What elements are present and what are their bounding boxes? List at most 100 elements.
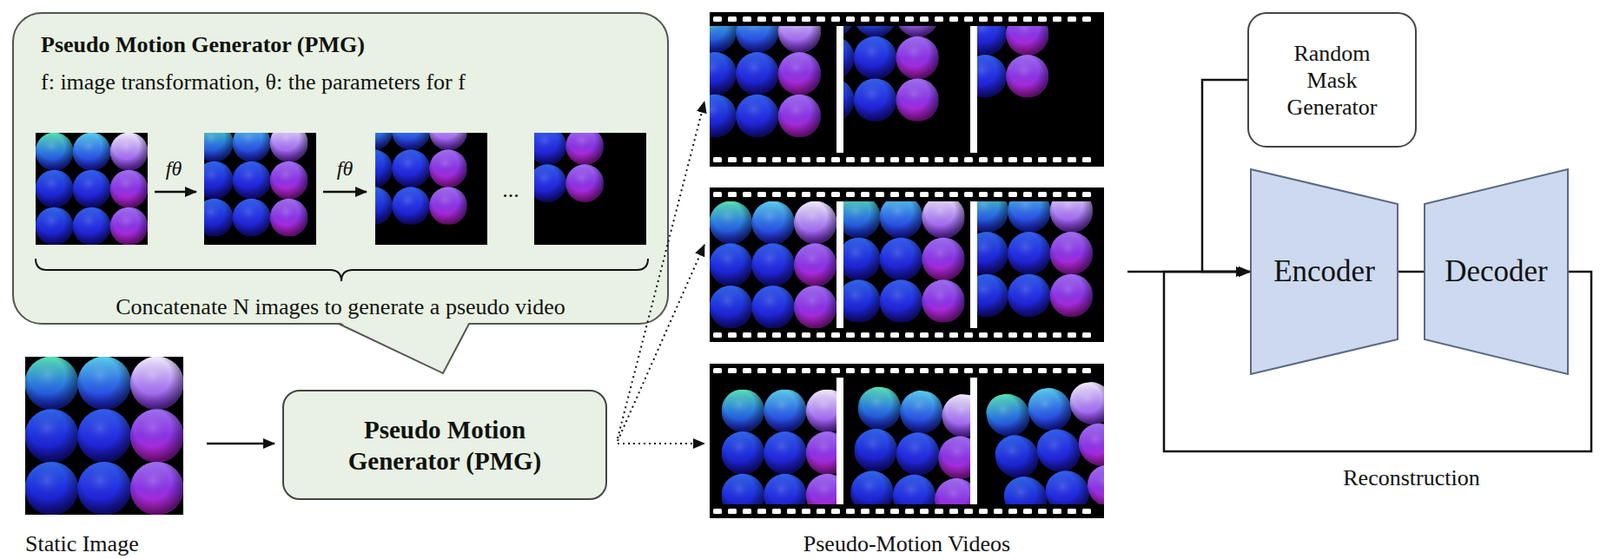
callout-note: f: image transformation, θ: the paramete… [40,68,641,97]
sprocket-hole [1008,16,1018,22]
sprocket-hole [831,191,840,198]
sprocket-hole [978,368,988,374]
sprocket-hole [1082,368,1091,374]
sprocket-hole [964,509,973,515]
sprocket-hole [993,368,1003,374]
sprocket-hole [1052,16,1062,22]
sprocket-hole [890,157,900,163]
sprocket-hole [772,191,781,198]
image-ground [802,0,1318,367]
transform-label: fθ [165,156,182,181]
sprocket-hole [757,16,767,22]
sprocket-hole [1023,157,1032,163]
sprocket-hole [964,191,973,198]
connector [1398,271,1424,274]
sprocket-hole [831,509,840,515]
trapezoid-shape [1424,169,1568,375]
sprocket-hole [993,191,1003,198]
dotted-arrow [617,101,705,439]
sprocket-hole [919,332,929,338]
sprocket-hole [964,16,973,22]
sphere-image [278,36,610,368]
sprocket-hole [875,332,885,338]
ellipsis: ... [502,177,520,204]
spheres [35,132,149,246]
sprocket-hole [993,157,1003,163]
sprocket-hole [1082,157,1091,163]
sprocket-hole [978,509,988,515]
sprocket-hole [772,332,781,338]
sprocket-hole [1082,509,1091,515]
image-ground [938,338,1161,559]
sprocket-hole [905,368,914,374]
connector [1163,271,1592,452]
sphere-image [131,59,412,341]
sprocket-hole [846,509,855,515]
sprocket-hole [1023,509,1032,515]
sprocket-hole [934,191,944,198]
sprocket-hole [919,157,929,163]
sprocket-hole [801,509,811,515]
spheres [837,195,966,324]
sprocket-hole [772,157,781,163]
sprocket-hole [1023,368,1032,374]
sprocket-hole [875,16,885,22]
sprocket-hole [831,332,840,338]
sprocket-hole [934,509,944,515]
sprocket-hole [919,368,929,374]
image-ground [131,59,412,341]
sprocket-hole [860,191,870,198]
encoder-trapezoid: Encoder [1249,168,1399,376]
sprocket-hole [1008,509,1018,515]
sprocket-hole [890,368,900,374]
spheres [848,384,987,523]
sprocket-hole [801,368,811,374]
sprocket-hole [727,368,737,374]
sprocket-hole [831,157,840,163]
sprocket-hole [919,509,929,515]
sprocket-hole [978,191,988,198]
sprocket-hole [860,332,870,338]
trapezoid-shape [1250,169,1398,375]
sprocket-hole [949,509,959,515]
sprocket-hole [816,368,826,374]
sprocket-hole [905,191,914,198]
sprocket-hole [816,157,826,163]
sprocket-hole [816,509,826,515]
sprocket-hole [816,16,826,22]
transform-label: fθ [337,156,353,181]
sprocket-hole [1023,191,1032,198]
sprocket-hole [772,16,781,22]
sprocket-hole [846,191,855,198]
sprocket-hole [964,368,973,374]
spheres [25,357,185,516]
sprocket-hole [727,332,737,338]
sprocket-hole [905,509,914,515]
sprocket-hole [934,332,944,338]
sprocket-hole [875,191,885,198]
callout-caption: Concatenate N images to generate a pseud… [40,293,641,322]
callout-tail-fill [338,322,470,374]
sprocket-hole [757,191,767,198]
sprocket-hole [713,191,722,198]
sprocket-hole [846,16,855,22]
sprocket-hole [993,16,1003,22]
sprocket-hole [757,332,767,338]
sprocket-hole [801,332,811,338]
transform-arrow [154,191,197,194]
frame-separator [970,201,978,329]
sprocket-hole [816,191,826,198]
sprocket-hole [890,16,900,22]
sphere-image [0,77,223,321]
sprocket-hole [875,509,885,515]
sprocket-hole [786,16,796,22]
sprocket-hole [1082,332,1091,338]
sprocket-hole [1038,16,1047,22]
sprocket-hole [786,368,796,374]
sprocket-hole [772,509,781,515]
dotted-arrow [617,244,705,442]
mask-generator-box: Random Mask Generator [1247,12,1417,148]
sprocket-hole [1067,157,1077,163]
sprocket-hole [772,368,781,374]
